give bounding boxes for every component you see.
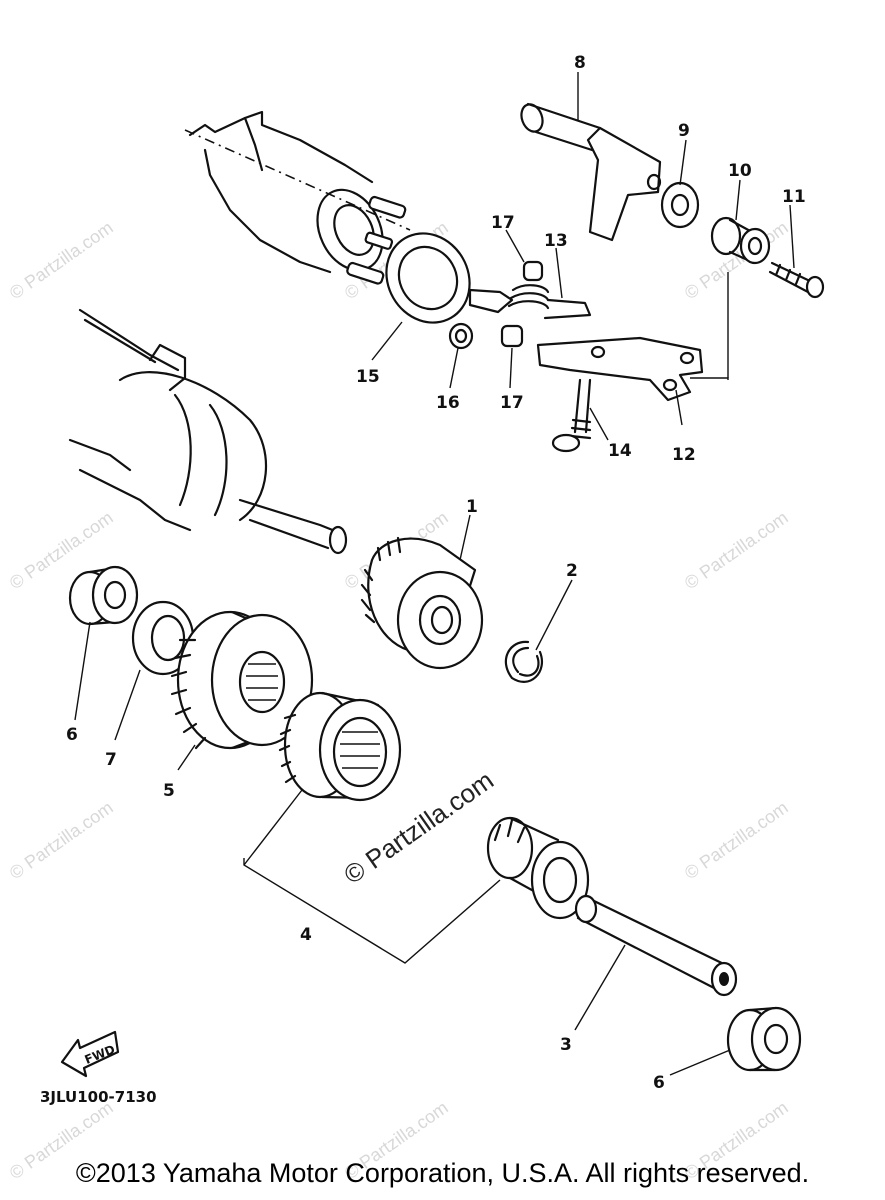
splined-sleeve — [486, 816, 590, 920]
callout-1: 1 — [466, 497, 478, 517]
callout-15: 15 — [356, 367, 380, 387]
diagram-code: 3JLU100-7130 — [40, 1088, 157, 1106]
watermark: © Partzilla.com — [681, 507, 792, 593]
copyright-notice: ©2013 Yamaha Motor Corporation, U.S.A. A… — [75, 1158, 810, 1188]
watermark: © Partzilla.com — [681, 797, 792, 883]
starter-solenoid — [184, 110, 411, 285]
gasket — [385, 232, 471, 324]
collar — [710, 216, 771, 265]
callout-4: 4 — [300, 925, 312, 945]
bearing — [726, 1006, 802, 1072]
callout-12: 12 — [672, 445, 696, 465]
bearing — [68, 565, 139, 626]
screw — [768, 261, 825, 299]
callout-10: 10 — [728, 161, 752, 181]
callout-11: 11 — [782, 187, 806, 207]
callout-5: 5 — [163, 781, 175, 801]
callout-3: 3 — [560, 1035, 572, 1055]
watermark: © Partzilla.com — [6, 217, 117, 303]
callout-6-right: 6 — [653, 1073, 665, 1093]
fwd-arrow-icon: FWD — [60, 1030, 120, 1078]
callout-labels: 1 2 3 4 5 6 6 7 8 9 10 11 12 13 14 15 16… — [66, 53, 806, 1093]
watermark: © Partzilla.com — [6, 797, 117, 883]
starter-clutch — [360, 536, 484, 670]
washer — [131, 600, 195, 676]
callout-14: 14 — [608, 441, 632, 461]
callout-16: 16 — [436, 393, 460, 413]
callout-13: 13 — [544, 231, 568, 251]
shift-shaft — [520, 102, 662, 242]
idle-gear — [170, 610, 314, 750]
callout-17-top: 17 — [491, 213, 515, 233]
bolt — [551, 378, 592, 453]
reduction-gear — [278, 691, 402, 802]
callout-9: 9 — [678, 121, 690, 141]
nut — [448, 322, 474, 350]
callout-8: 8 — [574, 53, 586, 73]
circlip — [504, 640, 543, 683]
callout-17-bottom: 17 — [500, 393, 524, 413]
leader-lines — [74, 72, 795, 1076]
spring-assembly — [468, 260, 592, 348]
gear-shaft — [574, 894, 738, 997]
starter-motor — [68, 308, 348, 555]
callout-2: 2 — [566, 561, 578, 581]
lever — [536, 336, 704, 402]
bushing — [660, 181, 700, 229]
callout-6-left: 6 — [66, 725, 78, 745]
callout-7: 7 — [105, 750, 117, 770]
